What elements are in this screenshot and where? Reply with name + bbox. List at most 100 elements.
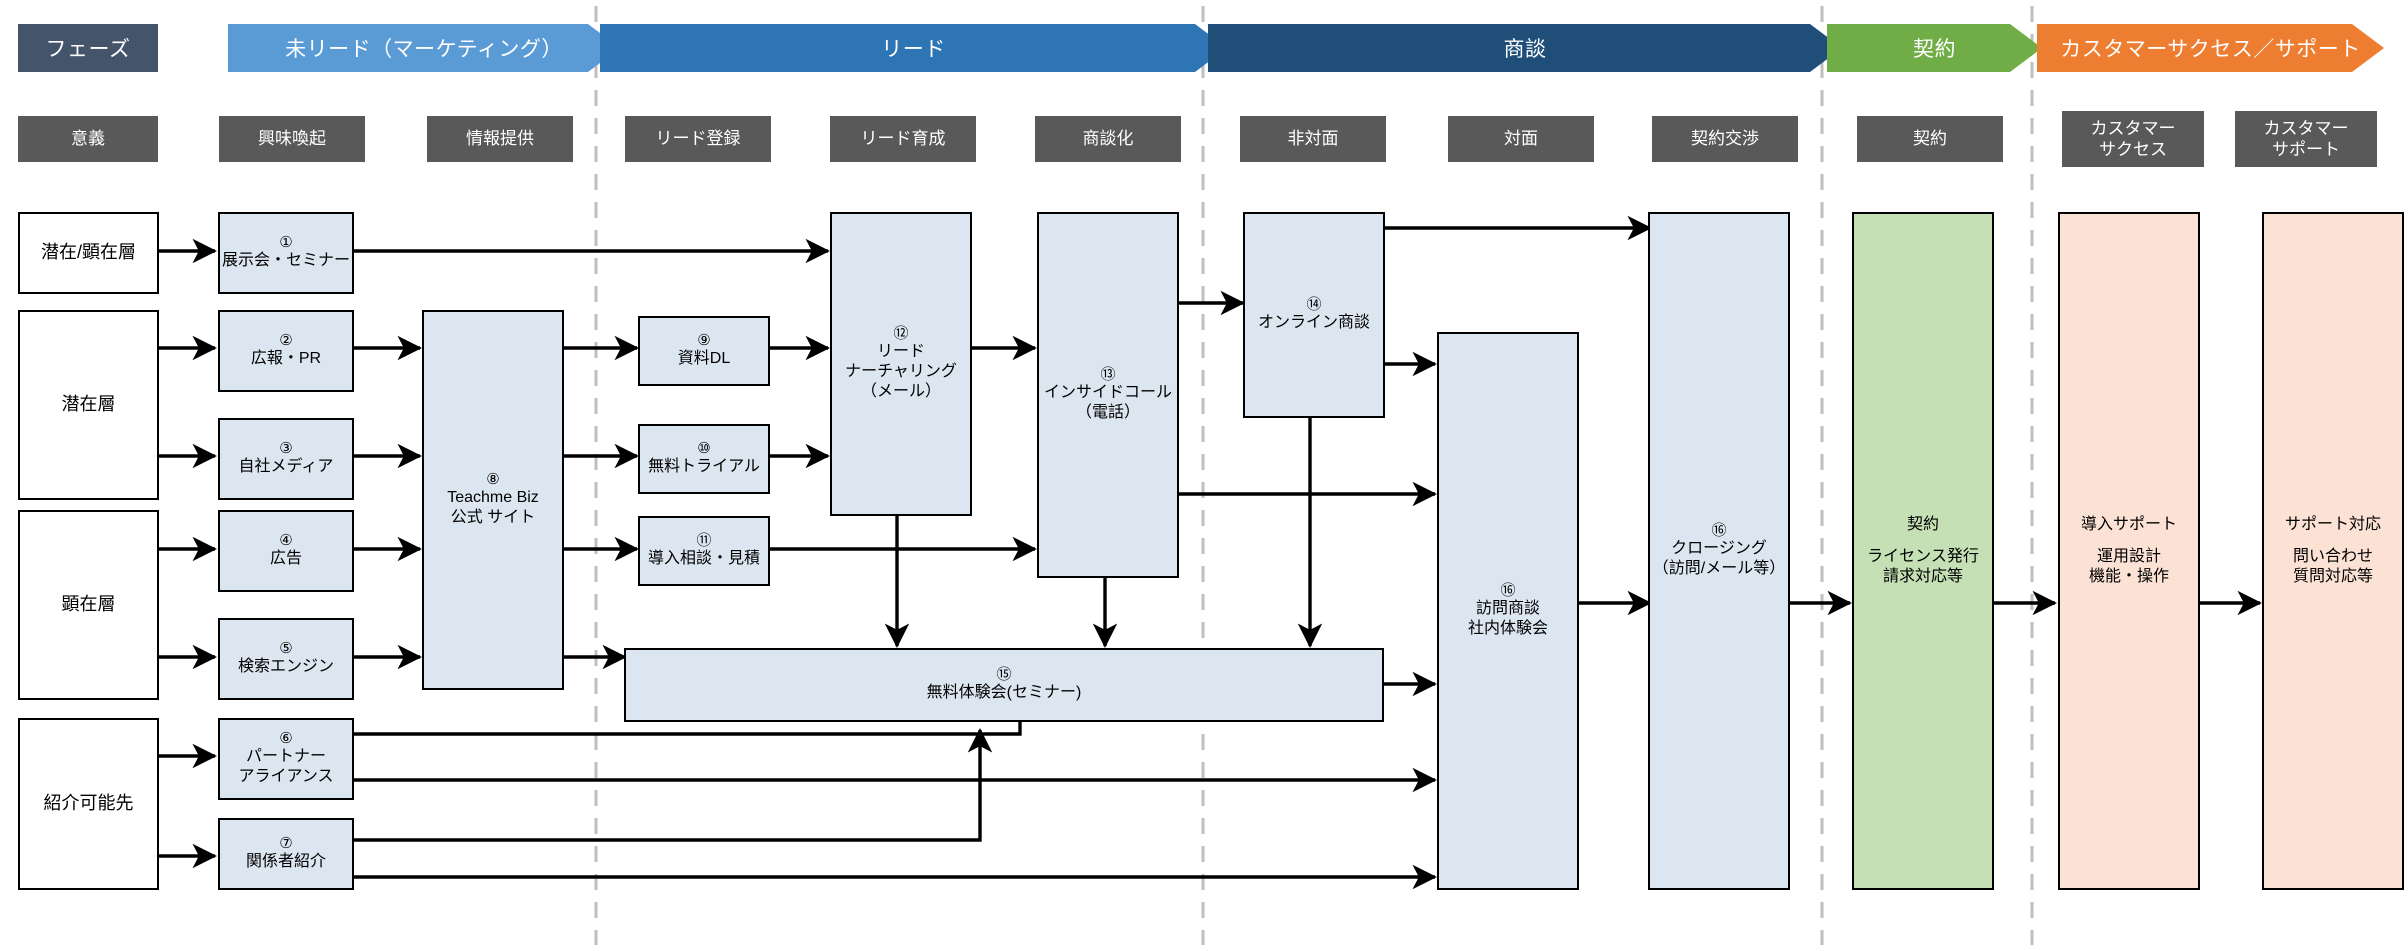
meaning-item-keiyaku[interactable]: 契約 [1857,116,2003,162]
phase-chevron-contract[interactable]: 契約 [1827,24,2042,72]
segment-label: 潜在層 [61,394,116,415]
node-title: リード ナーチャリング （メール） [845,343,957,401]
meaning-item-customer-success[interactable]: カスタマー サクセス [2062,111,2204,167]
node-search-engine[interactable]: ⑤ 検索エンジン [218,618,354,700]
meaning-item-label: カスタマー サポート [2263,118,2349,159]
node-number: ⑧ [486,470,500,488]
phase-label-text: フェーズ [45,38,131,61]
node-title: 導入相談・見積 [647,550,760,568]
phase-label-cell: フェーズ [18,24,158,72]
node-subtitle: 問い合わせ 質問対応等 [2292,547,2373,586]
node-referral[interactable]: ⑦ 関係者紹介 [218,818,354,890]
node-number: ⑪ [696,531,712,549]
node-number: ⑭ [1306,295,1322,313]
segment-label: 顕在層 [61,594,116,615]
phase-chevron-label: カスタマーサクセス／サポート [2060,38,2361,61]
node-teachme-biz-site[interactable]: ⑧ Teachme Biz 公式 サイト [422,310,564,690]
node-number: ⑮ [996,665,1012,683]
node-advertising[interactable]: ④ 広告 [218,510,354,592]
node-number: ⑩ [697,439,711,457]
meaning-item-label: 興味喚起 [258,129,326,149]
node-visit-meeting[interactable]: ⑯ 訪問商談 社内体験会 [1437,332,1579,890]
node-title: 検索エンジン [237,658,334,676]
node-free-trial[interactable]: ⑩ 無料トライアル [638,424,770,494]
node-title: パートナー アライアンス [238,748,334,786]
meaning-item-taimen[interactable]: 対面 [1448,116,1594,162]
meaning-item-shodanka[interactable]: 商談化 [1035,116,1181,162]
node-title: インサイドコール （電話） [1043,384,1172,422]
meaning-item-keiyaku-kosho[interactable]: 契約交渉 [1652,116,1798,162]
node-title: 広報・PR [250,350,322,368]
node-title: 展示会・セミナー [221,252,350,270]
node-lead-nurturing[interactable]: ⑫ リード ナーチャリング （メール） [830,212,972,516]
node-number: ① [279,233,293,251]
node-title: 契約 [1906,515,1939,533]
meaning-item-joho[interactable]: 情報提供 [427,116,573,162]
node-number: ⑯ [1711,521,1727,539]
node-online-meeting[interactable]: ⑭ オンライン商談 [1243,212,1385,418]
node-title: サポート対応 [2284,515,2381,533]
node-document-download[interactable]: ⑨ 資料DL [638,316,770,386]
node-pr[interactable]: ② 広報・PR [218,310,354,392]
meaning-item-label: 情報提供 [466,129,534,149]
meaning-item-label: リード登録 [655,129,741,149]
node-number: ⑫ [893,324,909,342]
segment-label: 紹介可能先 [43,793,134,814]
phase-chevron-label: リード [881,38,946,61]
meaning-item-label: 契約交渉 [1691,129,1759,149]
node-support-response[interactable]: サポート対応 問い合わせ 質問対応等 [2262,212,2404,890]
meaning-item-label: 契約 [1913,129,1947,149]
node-title: クロージング （訪問/メール等） [1652,540,1786,578]
phase-chevron-label: 商談 [1503,38,1547,61]
phase-chevron-label: 未リード（マーケティング） [285,38,563,61]
phase-chevron-label: 契約 [1913,38,1956,61]
node-number: ⑨ [697,331,711,349]
meaning-item-label: カスタマー サクセス [2090,118,2176,159]
phase-chevron-customer-success[interactable]: カスタマーサクセス／サポート [2037,24,2384,72]
phase-chevron-unlead[interactable]: 未リード（マーケティング） [228,24,620,72]
node-onboarding-support[interactable]: 導入サポート 運用設計 機能・操作 [2058,212,2200,890]
node-contract[interactable]: 契約 ライセンス発行 請求対応等 [1852,212,1994,890]
node-number: ⑬ [1100,365,1116,383]
node-title: オンライン商談 [1257,314,1370,332]
segment-box-4[interactable]: 紹介可能先 [18,718,159,890]
node-title: 導入サポート [2080,515,2177,533]
segment-box-3[interactable]: 顕在層 [18,510,159,700]
node-number: ② [279,331,293,349]
node-exhibition-seminar[interactable]: ① 展示会・セミナー [218,212,354,294]
meaning-item-customer-support[interactable]: カスタマー サポート [2235,111,2377,167]
node-owned-media[interactable]: ③ 自社メディア [218,418,354,500]
node-free-experience-seminar[interactable]: ⑮ 無料体験会(セミナー) [624,648,1384,722]
phase-chevron-lead[interactable]: リード [600,24,1227,72]
segment-box-2[interactable]: 潜在層 [18,310,159,500]
node-title: 訪問商談 社内体験会 [1467,600,1548,638]
node-title: 広告 [269,550,302,568]
node-partner-alliance[interactable]: ⑥ パートナー アライアンス [218,718,354,800]
node-title: 無料トライアル [648,458,760,476]
node-subtitle: 運用設計 機能・操作 [2088,547,2169,586]
meaning-item-lead-touroku[interactable]: リード登録 [625,116,771,162]
node-inside-call[interactable]: ⑬ インサイドコール （電話） [1037,212,1179,578]
node-number: ③ [279,439,293,457]
node-subtitle: ライセンス発行 請求対応等 [1867,547,1979,586]
node-closing[interactable]: ⑯ クロージング （訪問/メール等） [1648,212,1790,890]
phase-chevron-negotiation[interactable]: 商談 [1208,24,1842,72]
node-title: 自社メディア [238,458,334,476]
meaning-item-kyomi[interactable]: 興味喚起 [219,116,365,162]
segment-label: 潜在/顕在層 [40,242,136,263]
meaning-item-label: 対面 [1504,129,1538,149]
node-title: Teachme Biz 公式 サイト [447,489,539,527]
meaning-item-hitaimen[interactable]: 非対面 [1240,116,1386,162]
meaning-label-text: 意義 [71,129,105,149]
node-title: 資料DL [677,350,731,368]
node-number: ⑤ [279,639,293,657]
meaning-item-label: 商談化 [1082,129,1134,149]
meaning-item-lead-ikusei[interactable]: リード育成 [830,116,976,162]
segment-box-1[interactable]: 潜在/顕在層 [18,212,159,294]
node-number: ⑦ [279,834,293,852]
node-number: ④ [279,531,293,549]
node-consult-quote[interactable]: ⑪ 導入相談・見積 [638,516,770,586]
